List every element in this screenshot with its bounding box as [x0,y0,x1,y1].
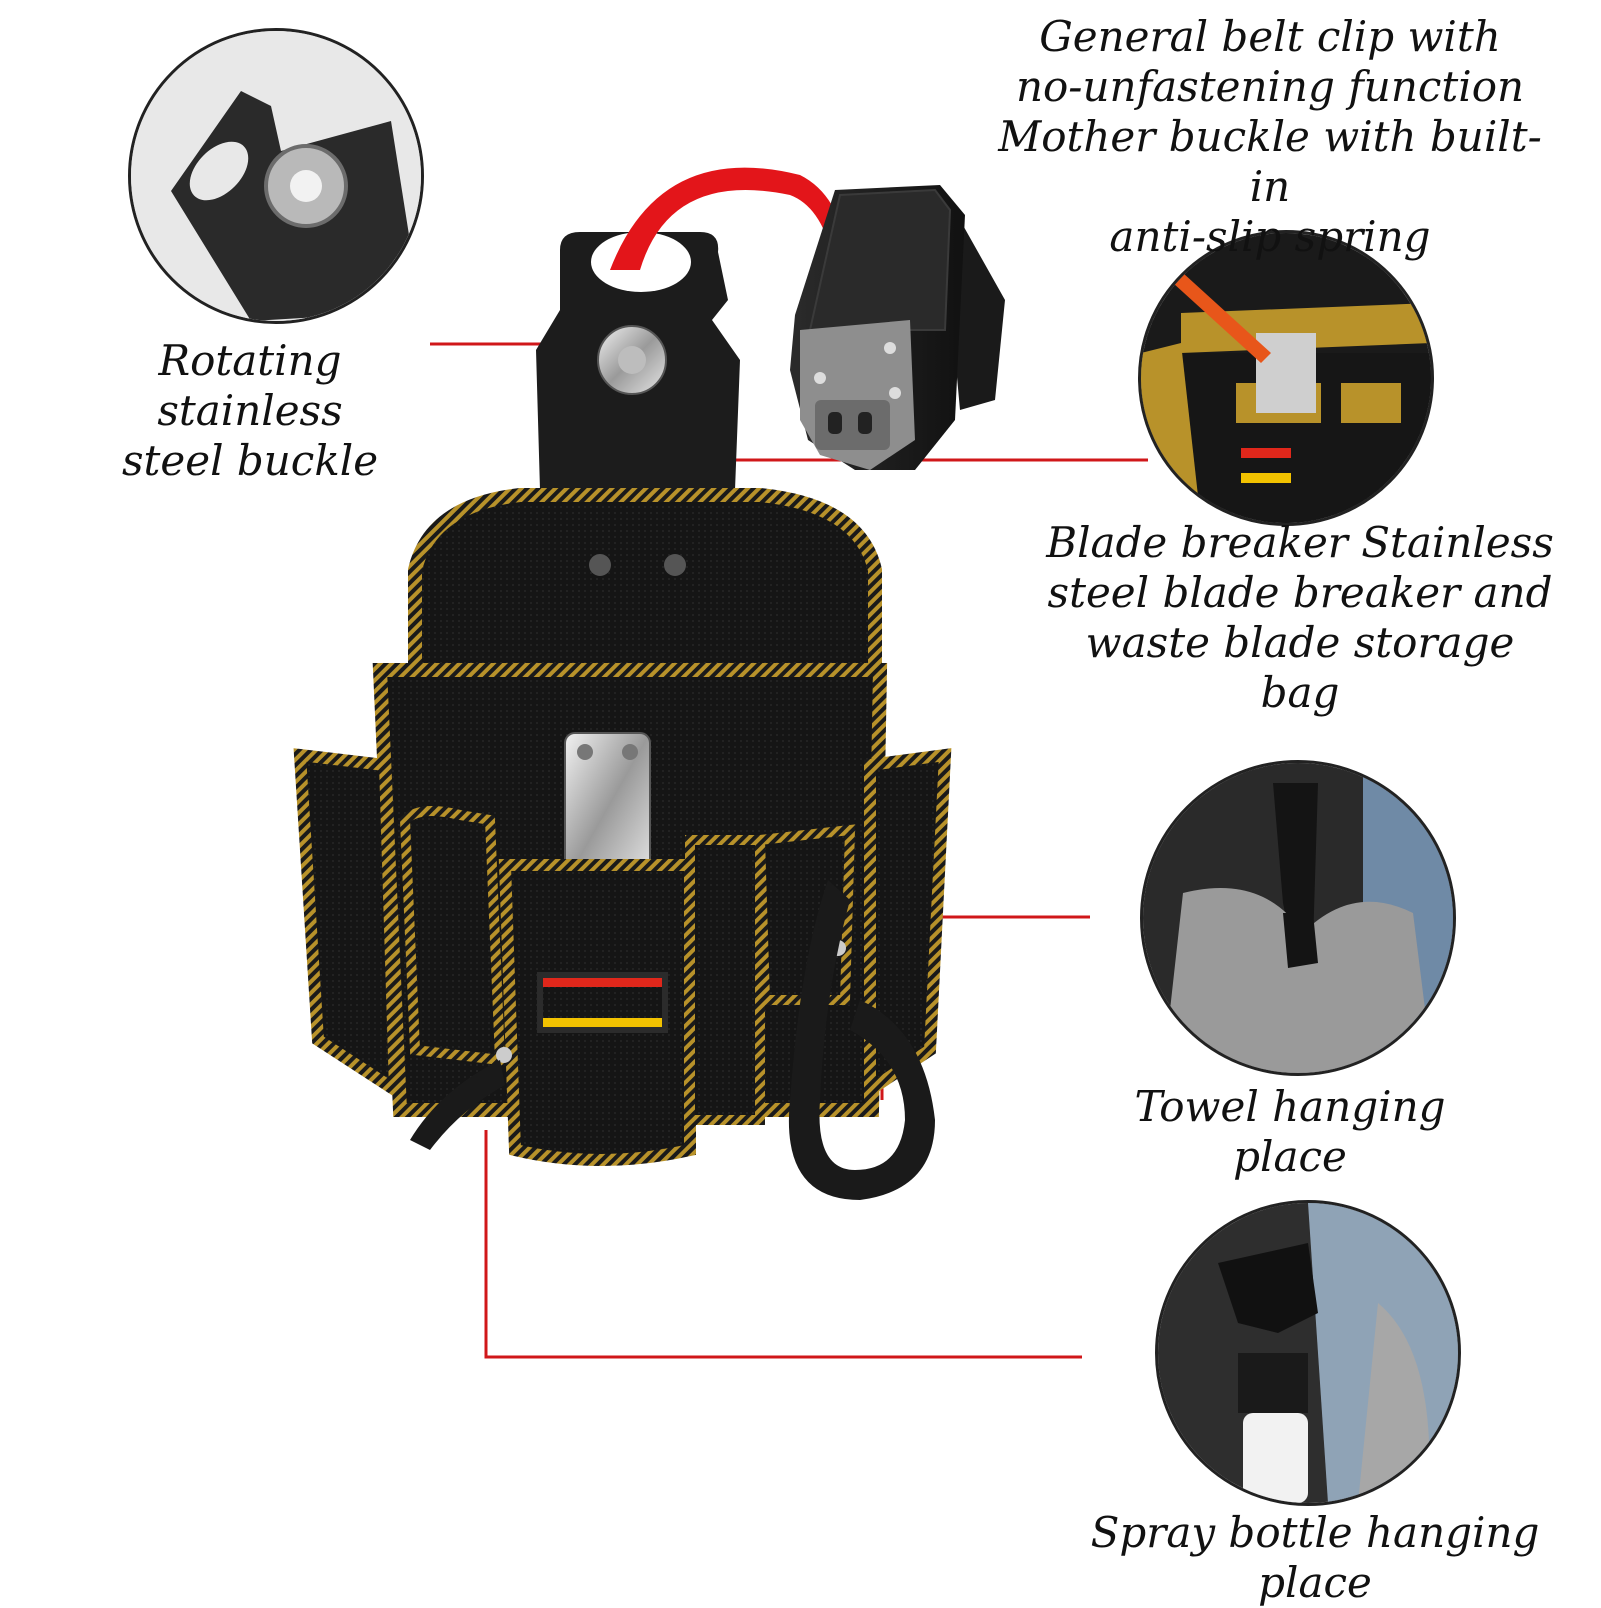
belt-clip [790,185,1005,470]
towel-detail-icon [1140,760,1456,1076]
belt-clip-callout-line: no-unfastening function [1015,62,1525,111]
spray-bottle-callout-line: Spray bottle hanging [1090,1508,1540,1557]
belt-clip-callout-line: Mother buckle with built-in [998,112,1542,211]
buckle-callout-line: Rotating stainless [157,336,343,435]
towel-callout-line: place [1233,1132,1347,1181]
towel-callout: Towel hanging place [1110,1082,1470,1182]
buckle-detail-icon [128,28,424,324]
blade-breaker-callout: Blade breaker Stainless steel blade brea… [1040,518,1560,718]
buckle-callout: Rotating stainless steel buckle [60,336,440,486]
spray-bottle-callout: Spray bottle hanging place [1090,1508,1540,1608]
towel-callout-line: Towel hanging [1134,1082,1446,1131]
belt-clip-callout-line: General belt clip with [1039,12,1501,61]
tool-bag [293,488,952,1200]
spray-bottle-callout-line: place [1258,1558,1372,1607]
hanger-plate [536,232,740,490]
blade-breaker-callout-line: Blade breaker Stainless [1046,518,1554,567]
spray-bottle-detail-icon [1155,1200,1461,1506]
blade-breaker-callout-line: steel blade breaker and [1047,568,1553,617]
blade-breaker-callout-line: waste blade storage bag [1085,618,1515,717]
buckle-callout-line: steel buckle [121,436,379,485]
belt-clip-callout-line: anti-slip spring [1109,212,1431,261]
belt-clip-callout: General belt clip with no-unfastening fu… [990,12,1550,262]
leader-line-spray [484,1130,1082,1359]
blade-breaker-detail-icon [1138,230,1434,526]
